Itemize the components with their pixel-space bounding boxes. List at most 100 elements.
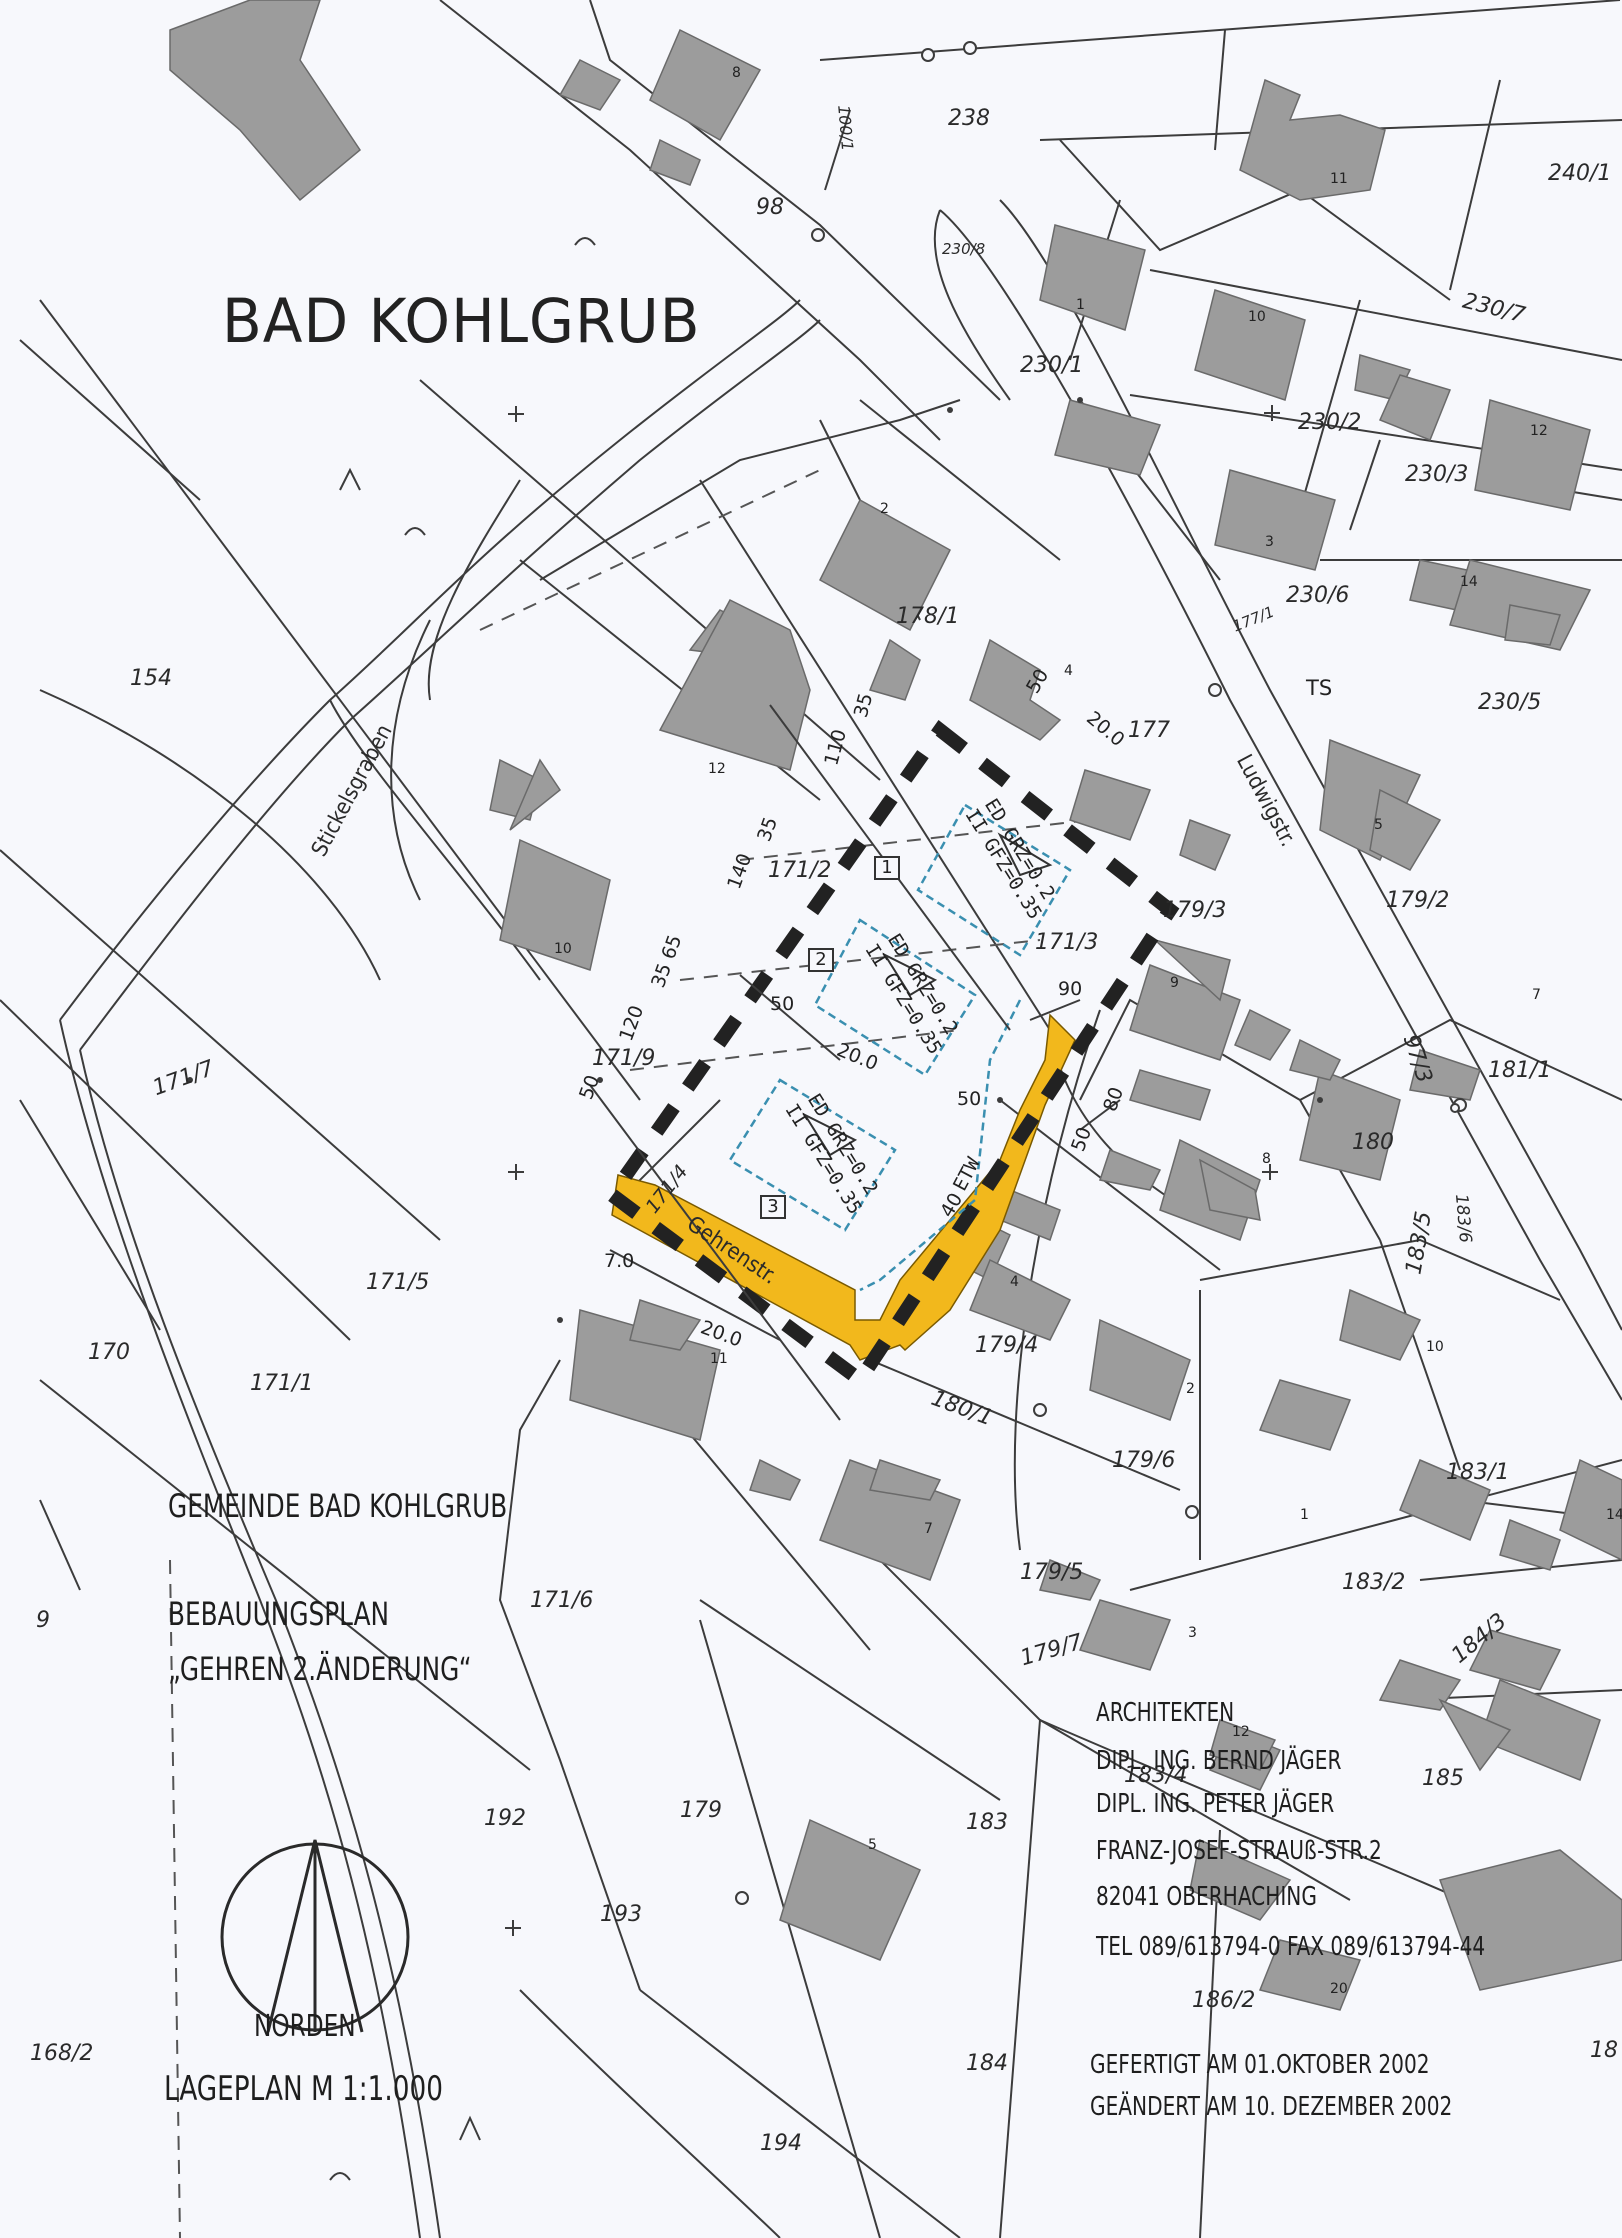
parcel-230-3: 230/3 [1405,462,1469,487]
house-number-11: 11 [1330,171,1348,187]
parcel-100-1: 100/1 [834,104,858,152]
dim-50c: 50 [770,993,795,1015]
parcel-179-4: 179/4 [975,1333,1039,1358]
house-number-4a: 4 [1064,663,1073,679]
parcel-168-2: 168/2 [30,2041,94,2066]
parcel-230-5: 230/5 [1478,690,1542,715]
dashed-lines [169,469,1091,2238]
parcel-183-6: 183/6 [1450,1193,1476,1244]
plan-name-label: „GEHREN 2.ÄNDERUNG“ [168,1650,472,1688]
house-number-7: 7 [1532,987,1541,1003]
architect-contact: TEL 089/613794-0 FAX 089/613794-44 [1096,1932,1486,1962]
parcel-179-2: 179/2 [1386,888,1450,913]
house-number-8: 8 [732,65,741,81]
plan-boundary [602,719,1180,1391]
parcel-171-9: 171/9 [592,1046,656,1071]
house-number-7b: 7 [924,1521,933,1537]
house-number-14b: 14 [1606,1507,1622,1523]
house-number-10a: 10 [1248,309,1266,325]
parcel-230-8: 230/8 [942,240,986,258]
dim-50d: 50 [957,1088,982,1110]
parcel-183-4: 183/4 [1124,1763,1188,1788]
ts-label: TS [1306,676,1333,700]
building-zones [728,803,1072,1292]
parcel-9: 9 [36,1608,50,1633]
parcel-240-1: 240/1 [1548,161,1612,186]
architect-city: 82041 OBERHACHING [1096,1882,1317,1912]
architect-address: FRANZ-JOSEF-STRAUß-STR.2 [1096,1836,1382,1866]
house-number-20: 20 [1330,1981,1348,1997]
dim-7-0: 7.0 [604,1250,635,1272]
parcel-186-2: 186/2 [1192,1988,1256,2013]
parcel-230-2: 230/2 [1298,410,1362,435]
parcel-18x: 18 [1590,2038,1618,2063]
house-number-9: 9 [1170,975,1179,991]
parcel-178-1: 178/1 [896,604,960,629]
house-number-2b: 2 [1186,1381,1195,1397]
dim-90: 90 [1058,978,1083,1000]
parcel-181-1: 181/1 [1488,1058,1552,1083]
parcel-192: 192 [484,1806,526,1831]
house-number-10c: 10 [1426,1339,1444,1355]
boundary-point-icons [735,41,1467,1905]
parcel-238: 238 [948,106,990,131]
architect-2: DIPL. ING. PETER JÄGER [1096,1789,1335,1819]
parcel-171-1: 171/1 [250,1371,314,1396]
house-number-12c: 12 [1232,1724,1250,1740]
north-arrow-icon [220,1839,410,2033]
north-label: NORDEN [254,2009,356,2044]
map-title: BAD KOHLGRUB [222,285,701,357]
parcel-183-1: 183/1 [1446,1460,1510,1485]
house-number-3b: 3 [1188,1625,1197,1641]
parcel-179: 179 [680,1798,722,1823]
architect-1: DIPL. ING. BERND JÄGER [1096,1746,1342,1776]
parcel-154: 154 [130,666,172,691]
parcel-171-6: 171/6 [530,1588,594,1613]
house-number-2: 2 [880,501,889,517]
parcel-179-3: 179/3 [1163,898,1227,923]
house-number-4b: 4 [1010,1274,1019,1290]
house-number-10b: 10 [554,941,572,957]
parcel-230-6: 230/6 [1286,583,1350,608]
parcel-171-5: 171/5 [366,1270,430,1295]
terrain-symbols [329,237,596,2181]
plan-type-label: BEBAUUNGSPLAN [168,1595,390,1633]
municipality-label: GEMEINDE BAD KOHLGRUB [168,1487,508,1525]
parcel-194: 194 [760,2131,802,2156]
house-number-12a: 12 [1530,423,1548,439]
field-1-marker: 1 [874,856,900,880]
parcel-230-1: 230/1 [1020,353,1084,378]
house-number-3: 3 [1265,534,1274,550]
house-number-1b: 1 [1300,1507,1309,1523]
small-boundary-marks [187,397,1323,1323]
parcel-180: 180 [1352,1130,1394,1155]
house-number-8b: 8 [1262,1151,1271,1167]
parcel-179-5: 179/5 [1020,1560,1084,1585]
house-number-11b: 11 [710,1351,728,1367]
parcel-185: 185 [1422,1766,1464,1791]
field-2-marker: 2 [808,948,834,972]
parcel-183: 183 [966,1810,1008,1835]
house-number-5b: 5 [868,1837,877,1853]
parcel-184: 184 [966,2051,1008,2076]
parcel-170: 170 [88,1340,130,1365]
house-number-12b: 12 [708,761,726,777]
survey-cross-icons [505,405,1280,1936]
house-number-14: 14 [1460,574,1478,590]
scale-label: LAGEPLAN M 1:1.000 [164,2069,443,2109]
building-window-marks [802,832,1053,1157]
parcel-98: 98 [756,195,784,220]
changed-date: GEÄNDERT AM 10. DEZEMBER 2002 [1090,2092,1453,2122]
house-number-1: 1 [1076,297,1085,313]
field-3-marker: 3 [760,1195,786,1219]
architects-heading: ARCHITEKTEN [1096,1698,1235,1728]
parcel-171-2: 171/2 [768,858,832,883]
parcel-193: 193 [600,1902,642,1927]
house-number-5: 5 [1374,817,1383,833]
parcel-177: 177 [1128,718,1170,743]
created-date: GEFERTIGT AM 01.OKTOBER 2002 [1090,2050,1430,2080]
parcel-179-6: 179/6 [1112,1448,1176,1473]
parcel-171-3: 171/3 [1035,930,1099,955]
